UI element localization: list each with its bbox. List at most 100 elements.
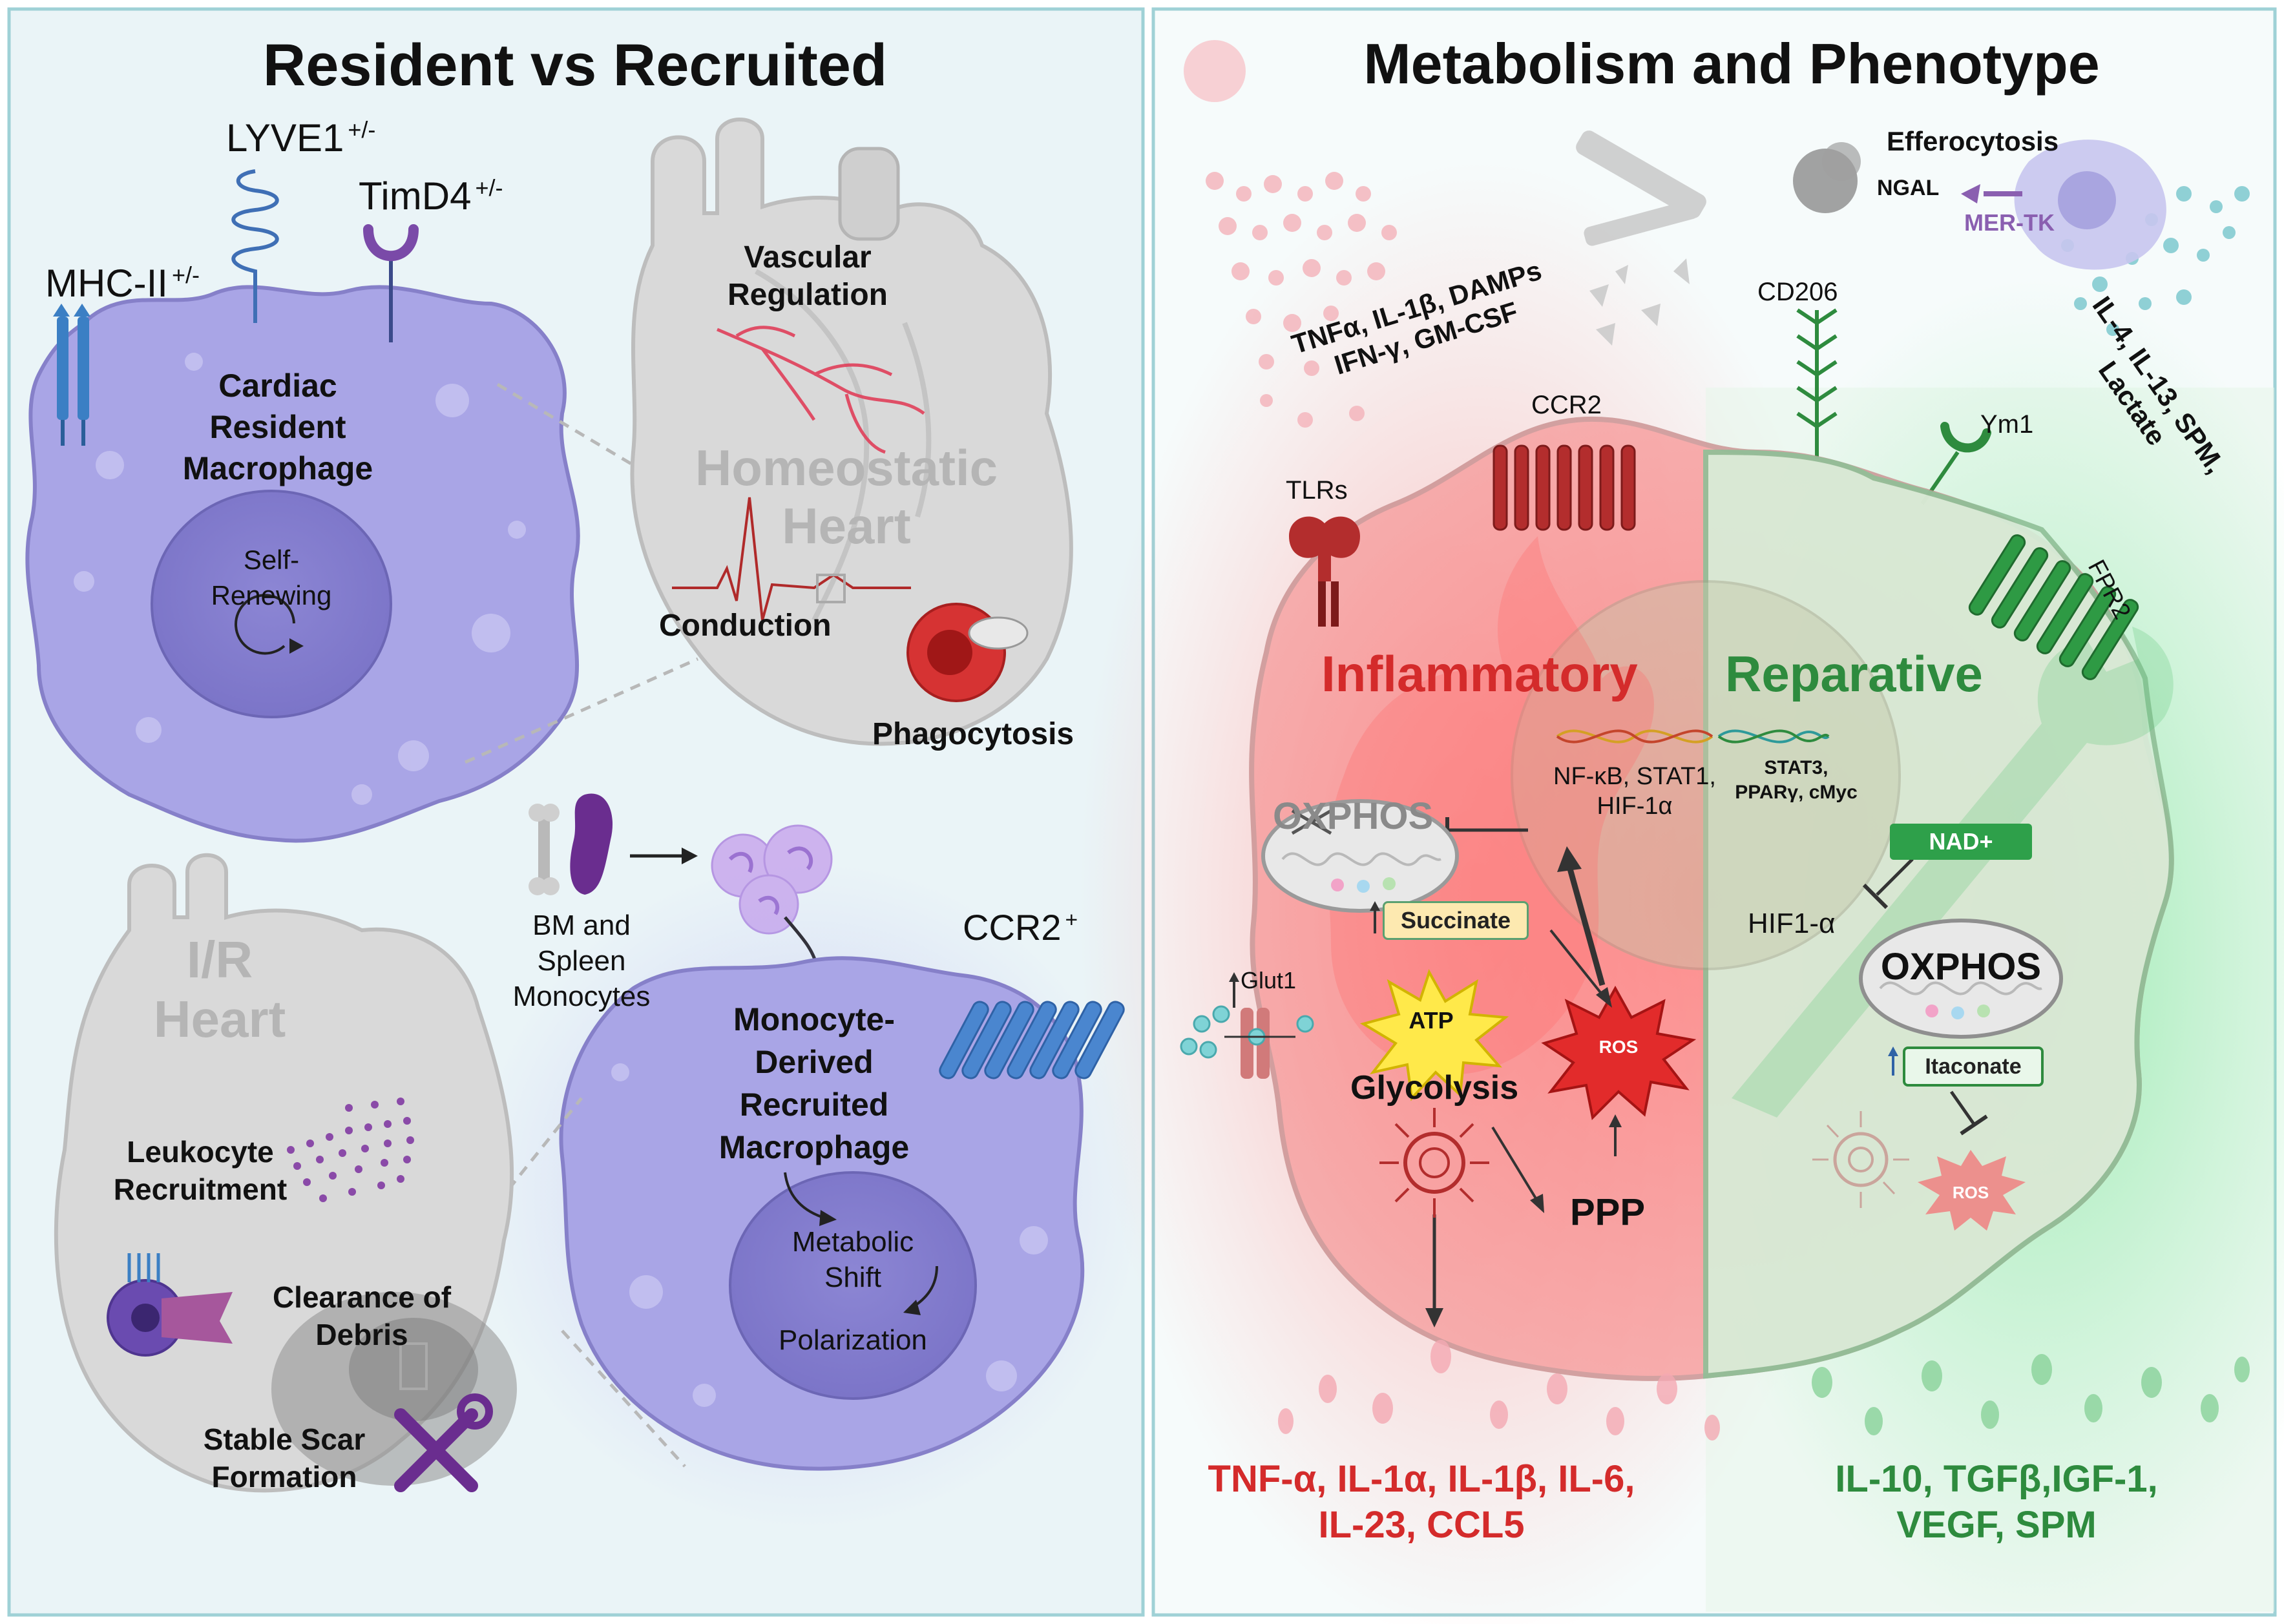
phagocytosis-cell-icon [906, 603, 1029, 702]
self-renew-arrowhead-icon [289, 638, 304, 654]
inhibition-bar [1862, 883, 1889, 910]
mitochondrion-reparative-icon [1859, 919, 2063, 1039]
inflammasome-icon [1379, 1108, 1489, 1218]
recruited-macrophage-label: Monocyte- Derived Recruited Macrophage [718, 1001, 910, 1165]
macrophage-engulfing-icon [107, 1253, 233, 1357]
arrow-line [1491, 1126, 1539, 1203]
ros-inflammatory-label: ROS [1598, 1037, 1639, 1057]
monocytes-label: BM and Spleen Monocytes [512, 910, 651, 1012]
atp-burst-icon [1359, 969, 1509, 1101]
arrowhead-icon [1596, 987, 1612, 1008]
clearance-of-debris-label: Clearance of Debris [272, 1280, 452, 1351]
arrowhead-icon [1557, 846, 1582, 872]
leukocyte-recruitment-label: Leukocyte Recruitment [113, 1135, 288, 1206]
inflammatory-tf-label: NF-κB, STAT1, HIF-1α [1553, 763, 1716, 820]
arrow-line [1549, 929, 1604, 996]
resident-macrophage-label: Cardiac Resident Macrophage [182, 368, 373, 486]
metabolic-shift-label: Metabolic Shift [791, 1226, 914, 1293]
left-panel-title: Resident vs Recruited [262, 32, 888, 98]
ccr2-red-receptor-icon [1493, 444, 1636, 531]
homeostatic-heart-icon [630, 118, 1073, 746]
cd206-receptor-icon [1796, 308, 1838, 459]
right-panel-title: Metabolism and Phenotype [1363, 32, 2100, 96]
ppp-label: PPP [1570, 1191, 1646, 1233]
arrowhead-icon [903, 1300, 921, 1315]
stable-scar-label: Stable Scar Formation [203, 1422, 366, 1494]
oxphos-reparative-label: OXPHOS [1880, 946, 2042, 988]
resident-vesicles [74, 353, 526, 805]
arrowhead-icon [819, 1210, 837, 1226]
inhibition-line [1876, 858, 1914, 896]
lyve1-label: LYVE1+/- [226, 116, 376, 160]
ccr2-blue-receptor-icon [939, 1001, 1125, 1079]
vessels-icon [717, 326, 925, 454]
phagocytosis-label: Phagocytosis [872, 717, 1074, 751]
ir-heart-label: I/R Heart [153, 931, 286, 1048]
mhc-ii-receptor-icon [53, 304, 90, 446]
atp-label: ATP [1409, 1007, 1454, 1034]
tlrs-receptor-icon [1289, 516, 1360, 627]
succinate-box: Succinate [1383, 901, 1529, 940]
neutrophil-icon [1184, 40, 1246, 102]
inflammatory-label: Inflammatory [1321, 645, 1638, 702]
ngal-label: NGAL [1877, 176, 1940, 200]
ym1-label: Ym1 [1980, 410, 2034, 439]
dna-red-icon [1556, 729, 1713, 744]
tools-icon [394, 1393, 493, 1492]
up-arrow-icon [1229, 972, 1239, 982]
wrench-icon [1732, 627, 2174, 1118]
arrowhead-icon [1609, 1114, 1622, 1127]
nucleus [1511, 580, 1901, 970]
glut1-transporter-icon [1180, 1005, 1314, 1079]
timd4-label: TimD4+/- [359, 174, 503, 218]
self-renew-arrow-icon [235, 594, 295, 655]
conduction-label: Conduction [659, 609, 832, 643]
fpr2-receptor-icon [1968, 534, 2139, 680]
reparative-label: Reparative [1725, 645, 1983, 702]
arrowhead-icon [682, 848, 698, 864]
inflammatory-stimuli-dots [1206, 172, 1397, 428]
polarization-label: Polarization [779, 1324, 927, 1356]
spleen-icon [570, 793, 613, 895]
inhibition-bar [1960, 1114, 1988, 1136]
leukocyte-dots [287, 1098, 414, 1202]
mertk-label: MER-TK [1964, 209, 2055, 236]
efferocytosis-label: Efferocytosis [1887, 126, 2059, 156]
ros-burst-icon [1541, 985, 1697, 1121]
link-line [496, 382, 738, 528]
oxphos-inflammatory-label: OXPHOS [1273, 795, 1434, 837]
link-line [451, 1097, 583, 1261]
ccr2-plus-label: CCR2+ [963, 907, 1078, 948]
bone-icon [529, 804, 560, 895]
resident-nucleus [151, 490, 392, 718]
arrowhead-icon [1425, 1308, 1443, 1327]
recruited-nucleus [729, 1171, 977, 1400]
nad-box: NAD+ [1890, 824, 2032, 860]
itaconate-box: Itaconate [1903, 1046, 2044, 1087]
mitochondrion-inflammatory-icon [1261, 799, 1459, 913]
vascular-regulation-label: Vascular Regulation [728, 240, 888, 312]
ecg-trace-icon [672, 497, 911, 621]
ccr2-label: CCR2 [1531, 391, 1602, 419]
glut1-label: Glut1 [1241, 967, 1297, 994]
arrow-line [784, 1172, 824, 1219]
reparative-tf-label: STAT3, PPARγ, cMyc [1735, 757, 1858, 803]
mhc-label: MHC-II+/- [45, 262, 200, 305]
inflammasome-faded-icon [1812, 1111, 1909, 1208]
inhibition-line [1949, 1090, 1976, 1125]
link-line [561, 1329, 686, 1468]
glycolysis-label: Glycolysis [1350, 1069, 1519, 1107]
cd206-label: CD206 [1757, 278, 1838, 306]
zoom-box [399, 1342, 428, 1390]
lyve1-receptor-icon [231, 169, 279, 323]
dna-green-icon [1717, 729, 1830, 744]
inflammatory-cytokines-label: TNF-α, IL-1α, IL-1β, IL-6, IL-23, CCL5 [1208, 1458, 1635, 1546]
ros-reparative-label: ROS [1952, 1183, 1989, 1202]
recruited-vesicles [611, 1063, 1048, 1407]
self-renewing-label: Self- Renewing [211, 545, 332, 610]
link-line [464, 657, 699, 764]
debris-icon [1576, 130, 1706, 346]
zoom-box [816, 574, 846, 603]
